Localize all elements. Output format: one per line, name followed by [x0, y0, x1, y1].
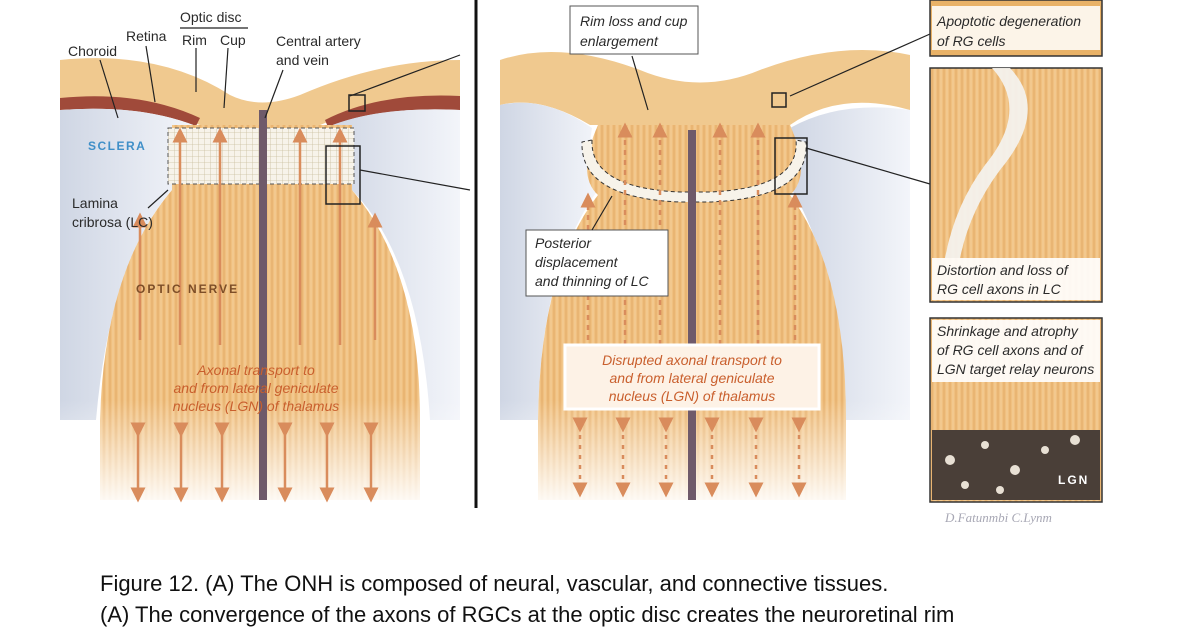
axon-arrows	[132, 127, 383, 345]
central-vessel	[259, 110, 267, 500]
label-posterior-1: Posterior	[535, 235, 592, 251]
bidirectional-arrows	[130, 422, 379, 503]
label-rim-loss-1: Rim loss and cup	[580, 13, 688, 29]
caption-line-1: Figure 12. (A) The ONH is composed of ne…	[100, 571, 889, 596]
panel-a: Choroid Retina Optic disc Rim Cup Centra…	[60, 9, 471, 510]
panel-b: Rim loss and cup enlargement Posterior d…	[500, 5, 931, 510]
sclera-left	[60, 108, 196, 420]
choroid-layer	[60, 96, 200, 126]
disrupted-line-3: nucleus (LGN) of thalamus	[609, 388, 776, 404]
label-cribrosa: cribrosa (LC)	[72, 214, 153, 230]
transport-line-1: Axonal transport to	[196, 362, 315, 378]
insets: Apoptotic degeneration of RG cells Disto…	[929, 0, 1103, 525]
inset-apoptotic: Apoptotic degeneration of RG cells	[929, 0, 1103, 57]
transport-line-3: nucleus (LGN) of thalamus	[173, 398, 340, 414]
callout-rim-loss	[569, 5, 699, 55]
inset-shrinkage-line-3: LGN target relay neurons	[937, 361, 1094, 377]
label-lamina: Lamina	[72, 195, 118, 211]
label-rim-loss-2: enlargement	[580, 33, 659, 49]
label-retina: Retina	[126, 28, 167, 44]
inset-shrinkage-line-1: Shrinkage and atrophy	[937, 323, 1079, 339]
sclera-right-b	[790, 107, 910, 421]
transport-line-2: and from lateral geniculate	[174, 380, 339, 396]
panel-b-pointers	[591, 33, 931, 231]
retina-layer-b	[500, 50, 910, 125]
zoom-box-large	[325, 145, 361, 205]
central-vessel-b	[688, 130, 696, 500]
inset-distortion: Distortion and loss of RG cell axons in …	[929, 67, 1103, 303]
inset-apoptotic-line-2: of RG cells	[937, 33, 1005, 49]
label-choroid: Choroid	[68, 43, 117, 59]
caption-line-2: (A) The convergence of the axons of RGCs…	[100, 602, 955, 627]
label-and-vein: and vein	[276, 52, 329, 68]
disrupted-line-2: and from lateral geniculate	[610, 370, 775, 386]
label-sclera: SCLERA	[88, 139, 146, 153]
sclera-right	[330, 109, 460, 420]
callout-disrupted	[563, 343, 821, 411]
disrupted-bidirectional-arrows	[572, 417, 807, 498]
inset-shrinkage: Shrinkage and atrophy of RG cell axons a…	[929, 317, 1103, 503]
label-posterior-2: displacement	[535, 254, 619, 270]
label-optic-nerve: OPTIC NERVE	[136, 282, 239, 296]
disrupted-line-1: Disrupted axonal transport to	[602, 352, 782, 368]
figure-caption: Figure 12. (A) The ONH is composed of ne…	[100, 568, 1180, 630]
inset-distortion-line-2: RG cell axons in LC	[937, 281, 1062, 297]
label-pointers	[99, 27, 471, 209]
lgn-neurons	[945, 435, 1080, 494]
label-cup: Cup	[220, 32, 246, 48]
label-posterior-3: and thinning of LC	[535, 273, 650, 289]
choroid-layer-right	[325, 95, 460, 127]
callout-posterior	[525, 229, 669, 297]
artist-signature: D.Fatunmbi C.Lynm	[944, 510, 1052, 525]
lamina-cribrosa-b	[581, 139, 807, 203]
zoom-box-small	[348, 94, 366, 112]
inset-lgn-label: LGN	[1058, 473, 1089, 487]
inset-shrinkage-line-2: of RG cell axons and of	[937, 342, 1085, 358]
onh-illustration: Choroid Retina Optic disc Rim Cup Centra…	[60, 0, 1103, 525]
label-central-artery: Central artery	[276, 33, 361, 49]
zoom-box-large-b	[774, 137, 808, 195]
inset-apoptotic-line-1: Apoptotic degeneration	[936, 13, 1081, 29]
label-optic-disc: Optic disc	[180, 9, 241, 25]
inset-distortion-line-1: Distortion and loss of	[937, 262, 1070, 278]
zoom-box-small-b	[771, 92, 787, 108]
label-rim: Rim	[182, 32, 207, 48]
